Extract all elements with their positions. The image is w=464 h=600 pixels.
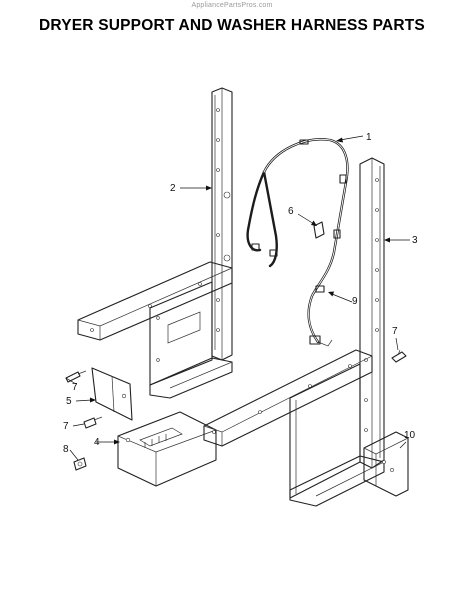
callout-9: 9 <box>352 296 358 307</box>
callout-2: 2 <box>170 183 176 194</box>
washer-harness[interactable] <box>246 138 349 347</box>
right-back-panel <box>289 363 361 499</box>
corner-bracket[interactable] <box>363 431 409 497</box>
left-vertical-support[interactable] <box>211 87 233 361</box>
left-back-panel <box>149 281 213 386</box>
screw-7a[interactable] <box>65 370 87 383</box>
callout-leaders <box>65 135 410 461</box>
page-title: DRYER SUPPORT AND WASHER HARNESS PARTS <box>39 17 425 34</box>
callout-7c: 7 <box>392 326 398 337</box>
angle-bracket[interactable] <box>91 367 133 421</box>
callout-4: 4 <box>94 437 100 448</box>
watermark: AppliancePartsPros.com <box>191 2 273 9</box>
callout-8: 8 <box>63 444 69 455</box>
screw-8[interactable] <box>73 457 87 471</box>
harness-clip[interactable] <box>313 221 325 239</box>
right-crossbar[interactable] <box>203 349 373 447</box>
callout-1: 1 <box>366 132 372 143</box>
callout-7b: 7 <box>63 421 69 432</box>
left-crossbar[interactable] <box>77 261 233 341</box>
callout-10: 10 <box>404 430 416 441</box>
screw-7b[interactable] <box>83 416 103 429</box>
callout-3: 3 <box>412 235 418 246</box>
right-vertical-support[interactable] <box>359 157 385 469</box>
callout-7a: 7 <box>72 382 78 393</box>
screw-7c[interactable] <box>391 349 407 363</box>
callout-5: 5 <box>66 396 72 407</box>
right-bottom-bracket <box>289 455 385 507</box>
mounting-plate[interactable] <box>117 411 217 487</box>
callout-labels: 1 2 3 4 5 6 7 7 7 8 9 10 <box>63 132 418 455</box>
left-bottom-bracket <box>149 357 233 399</box>
callout-6: 6 <box>288 206 294 217</box>
